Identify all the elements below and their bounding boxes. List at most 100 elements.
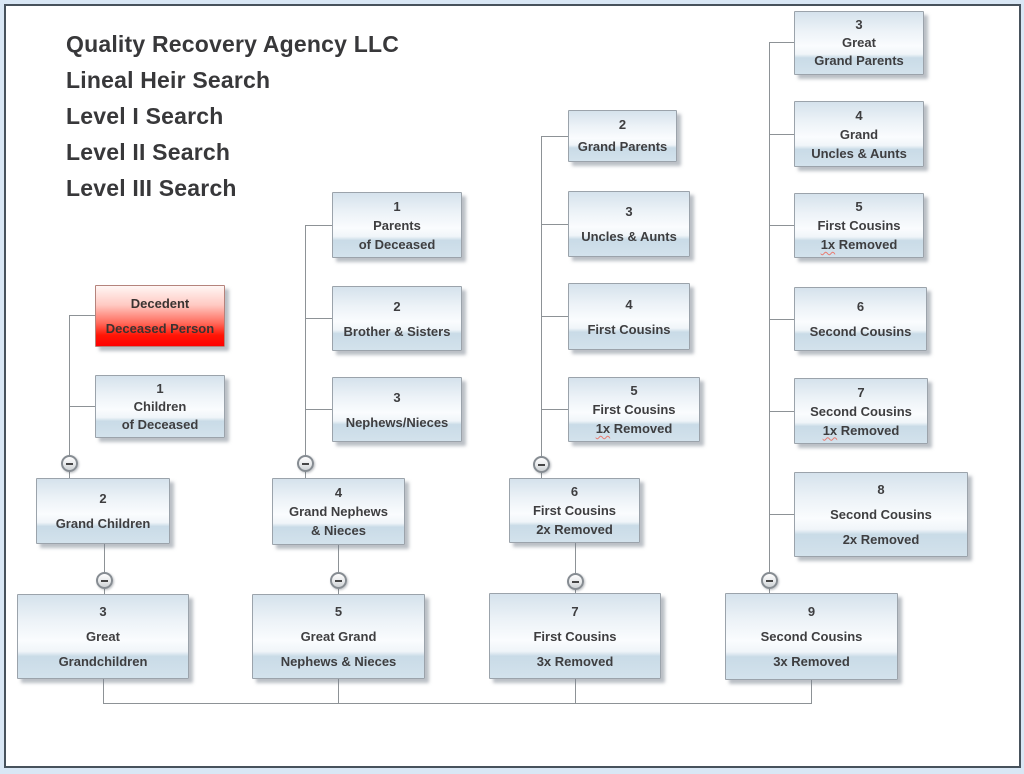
- connector-line: [103, 703, 812, 704]
- node-label: 2x Removed: [536, 522, 613, 537]
- node-label: 2: [618, 117, 627, 132]
- connector-line: [769, 514, 794, 515]
- connector-line: [769, 411, 794, 412]
- connector-line: [305, 318, 332, 319]
- node-label: First Cousins: [533, 628, 617, 644]
- collapse-minus-button[interactable]: [567, 573, 584, 590]
- collapse-minus-button[interactable]: [330, 572, 347, 589]
- node-label: 5: [855, 199, 863, 214]
- node-label: Second Cousins: [760, 629, 863, 644]
- node-label: 4: [625, 296, 633, 312]
- node-label: 1x Removed: [595, 421, 673, 436]
- connector-line: [305, 409, 332, 410]
- node-label: of Deceased: [121, 416, 199, 432]
- connector-line: [541, 316, 568, 317]
- node-label: Great: [86, 629, 120, 644]
- node-label: 7: [857, 384, 865, 400]
- node-label: Uncles & Aunts: [811, 145, 907, 161]
- node-label: 6: [856, 299, 865, 314]
- node-label: & Nieces: [311, 523, 366, 538]
- level-3-label: Level III Search: [66, 175, 237, 201]
- connector-line: [769, 42, 794, 43]
- node-label: 2: [393, 298, 401, 314]
- connector-line: [338, 679, 339, 704]
- node-label: Great Grand: [300, 629, 377, 644]
- connector-line: [103, 679, 104, 704]
- connector-line: [541, 409, 568, 410]
- node-label: 1: [156, 380, 164, 396]
- connector-line: [541, 224, 568, 225]
- node-label: 1: [393, 198, 401, 214]
- collapse-minus-button[interactable]: [297, 455, 314, 472]
- connector-line: [305, 225, 332, 226]
- collapse-minus-button[interactable]: [96, 572, 113, 589]
- misspelled-word: 1x: [822, 422, 838, 438]
- node-label: Grand Parents: [577, 139, 668, 154]
- connector-line: [769, 42, 770, 593]
- node-label: 4: [855, 107, 863, 123]
- node-label: 2: [99, 491, 107, 506]
- collapse-minus-button[interactable]: [61, 455, 78, 472]
- node-label: Grand Parents: [814, 53, 904, 68]
- collapse-minus-button[interactable]: [533, 456, 550, 473]
- connector-line: [541, 136, 542, 478]
- connector-line: [69, 315, 95, 316]
- connector-line: [305, 225, 306, 478]
- node-label: 1x Removed: [820, 237, 898, 252]
- node-label: First Cousins: [592, 402, 676, 417]
- node-label: 7: [571, 603, 579, 619]
- connector-line: [769, 319, 794, 320]
- node-label: Brother & Sisters: [343, 323, 451, 339]
- connector-line: [811, 680, 812, 704]
- collapse-minus-button[interactable]: [761, 572, 778, 589]
- node-label: Second Cousins: [810, 403, 912, 419]
- company-title: Quality Recovery Agency LLC: [66, 31, 400, 57]
- node-label: First Cousins: [532, 503, 617, 518]
- node-label: 6: [570, 484, 579, 499]
- node-label: 4: [334, 485, 343, 500]
- node-label: Nephews/Nieces: [345, 414, 449, 430]
- node-label: Grand Children: [55, 516, 151, 531]
- node-label: Grand: [839, 126, 879, 142]
- node-label: Parents: [373, 217, 421, 233]
- node-label: Second Cousins: [809, 324, 912, 339]
- level-1-label: Level I Search: [66, 103, 224, 129]
- connector-line: [104, 544, 105, 594]
- misspelled-word: 1x: [820, 237, 836, 252]
- connector-line: [69, 406, 95, 407]
- connector-line: [69, 315, 70, 478]
- node-label: Grand Nephews: [289, 504, 388, 519]
- node-label: 3: [99, 604, 107, 619]
- node-label: 2x Removed: [842, 532, 920, 547]
- node-label: 9: [807, 604, 816, 619]
- node-label: Children: [133, 398, 187, 414]
- connector-line: [769, 225, 794, 226]
- diagram-subtitle: Lineal Heir Search: [66, 67, 271, 93]
- connector-line: [541, 136, 568, 137]
- title-block: Quality Recovery Agency LLC Lineal Heir …: [66, 26, 399, 206]
- node-label: 1x Removed: [822, 422, 900, 438]
- node-label: Uncles & Aunts: [581, 229, 677, 244]
